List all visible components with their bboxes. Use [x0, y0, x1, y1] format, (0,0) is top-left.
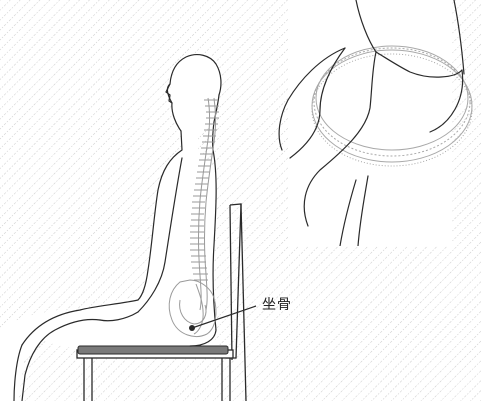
- inset-hatch: [452, 0, 481, 246]
- inset-hatch-left: [270, 0, 288, 246]
- inset-cushion-view: [270, 0, 481, 246]
- callout-dot: [189, 325, 195, 331]
- ischium-label: 坐骨: [262, 298, 292, 312]
- seat-cushion: [78, 346, 228, 354]
